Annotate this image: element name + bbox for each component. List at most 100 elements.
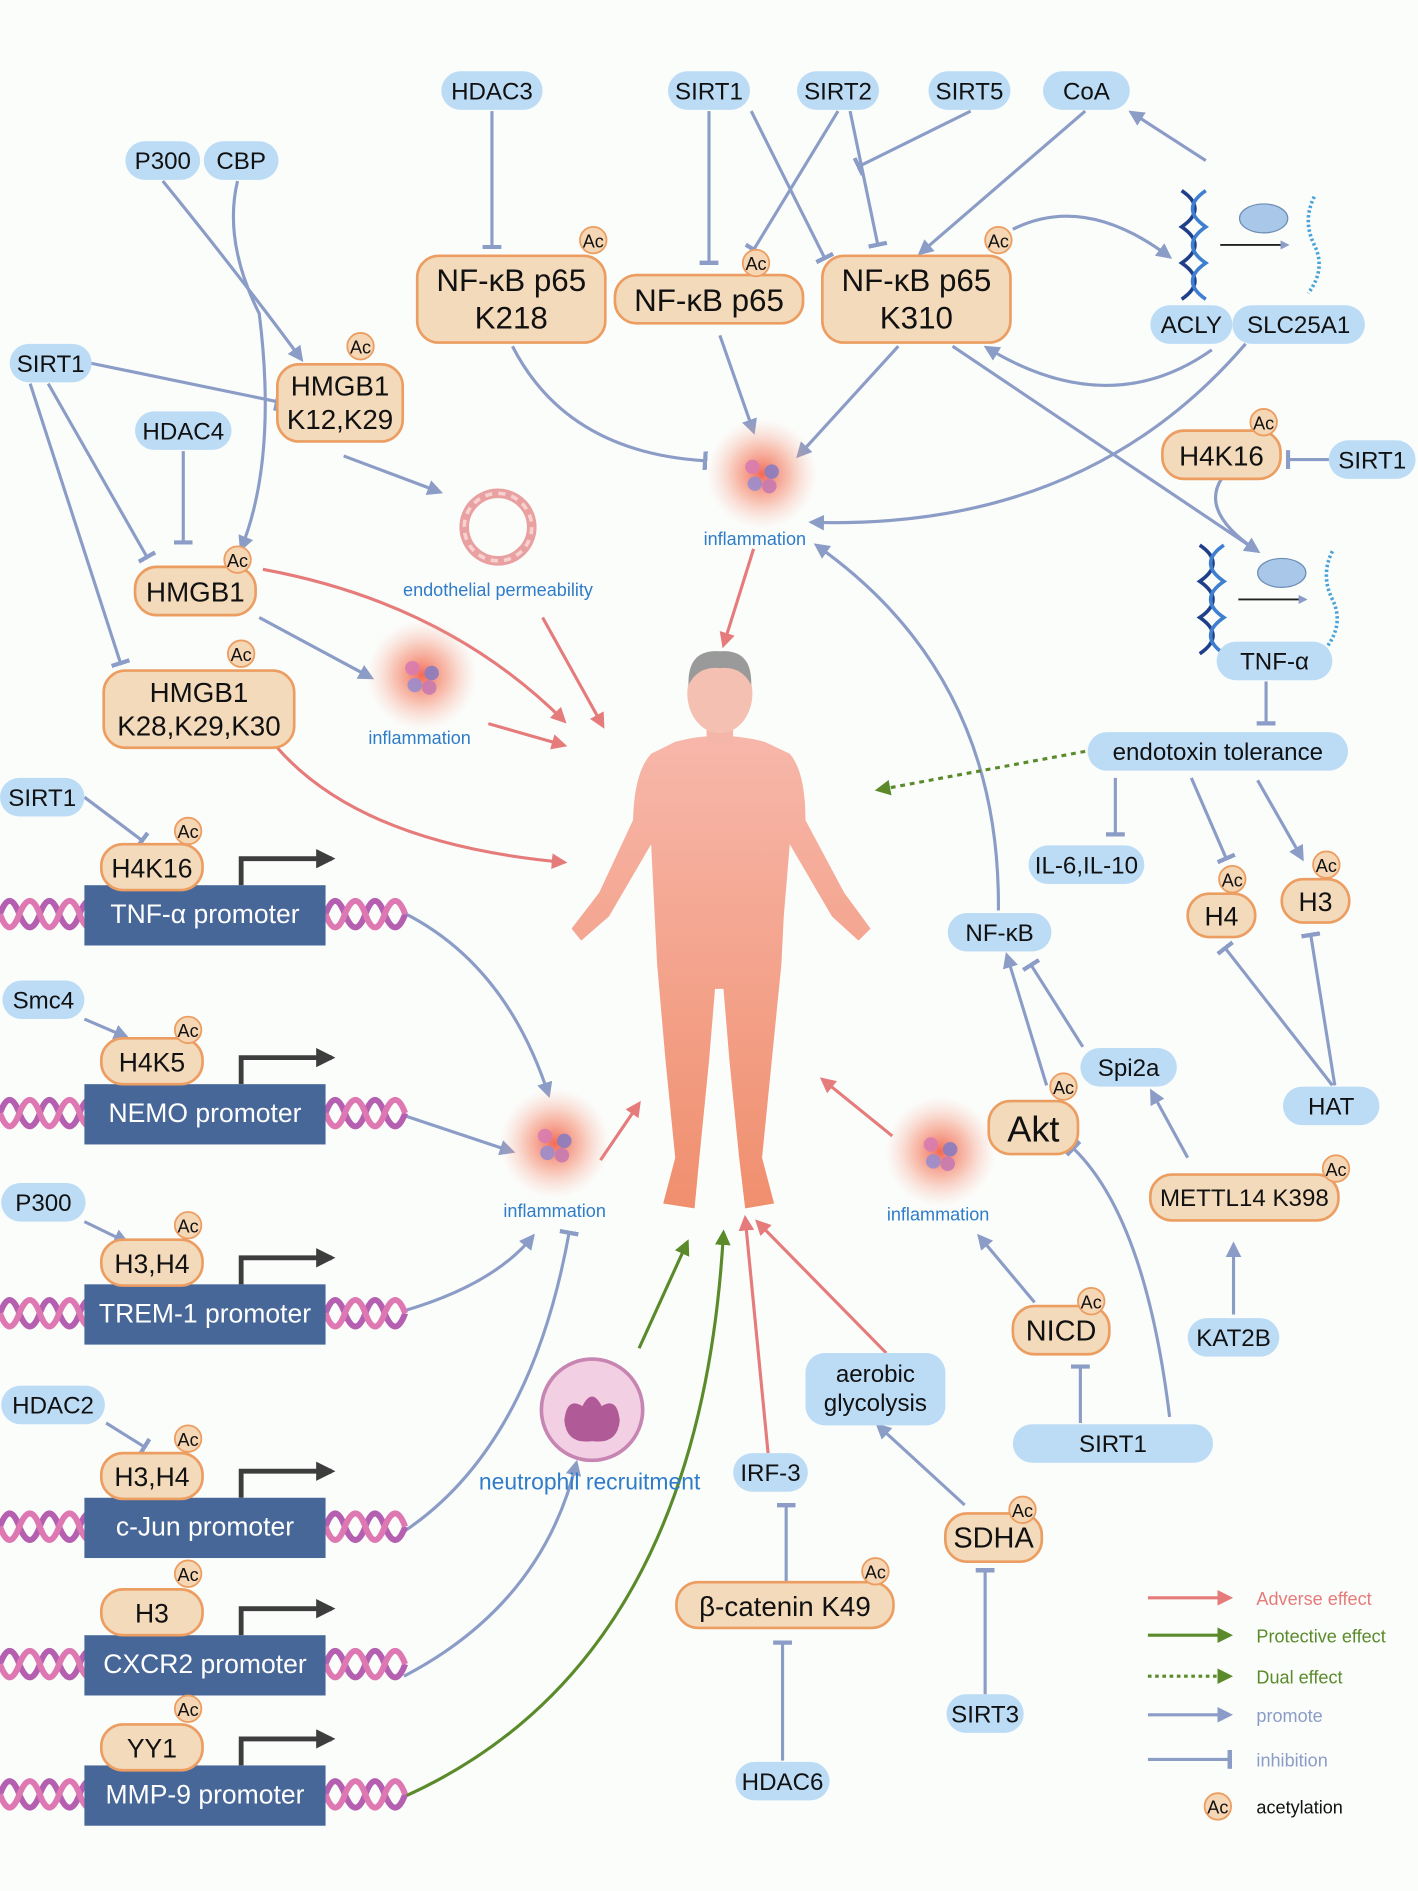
promoter-construct: TNF-α promoter [0,849,408,946]
node-p300-prom[interactable]: P300 [1,1183,86,1222]
promoter-construct: TREM-1 promoter [0,1248,408,1345]
transcription-icon [1178,189,1321,301]
node-sirt3[interactable]: SIRT3 [946,1694,1024,1733]
acetylation-badge: Ac [1049,1072,1078,1101]
node-label: METTL14 K398 [1160,1185,1329,1212]
promoter-box [84,885,326,946]
node-cbp[interactable]: CBP [203,141,279,180]
node-sirt1-h4k16[interactable]: SIRT1 [1328,440,1416,479]
adverse-edge [738,1214,770,1454]
inhibit-edge [83,795,142,840]
acetylation-badge: Ac [741,248,771,278]
node-smc4[interactable]: Smc4 [2,980,85,1020]
node-acly[interactable]: ACLY [1150,305,1233,344]
protective-edge [637,1239,690,1349]
acetylation-badge: Ac [1077,1287,1106,1316]
acetylation-badge: Ac [1321,1154,1351,1183]
node-endotoxin[interactable]: endotoxin tolerance [1087,732,1349,771]
legend-item-dual: Dual effect [1147,1667,1343,1687]
node-label: HDAC4 [142,418,224,445]
inhibit-edge [511,345,705,461]
node-il6[interactable]: IL-6,IL-10 [1028,845,1145,885]
node-spi2a[interactable]: Spi2a [1080,1047,1177,1087]
node-nfkb[interactable]: NF-κB [947,912,1052,952]
node-sirt1-left[interactable]: SIRT1 [9,343,92,383]
node-p300-top[interactable]: P300 [125,141,201,180]
dna-helix-icon [322,1778,408,1811]
node-sirt1-prom[interactable]: SIRT1 [0,777,85,817]
node-label: HMGB1 [291,371,390,402]
legend-label: Protective effect [1256,1626,1385,1646]
acetylation-badge: Ac [173,1424,203,1453]
node-hdac4[interactable]: HDAC4 [135,411,232,450]
promote-edge [1012,214,1173,259]
legend-label: inhibition [1256,1751,1327,1771]
dna-helix-icon [322,1647,408,1681]
node-sirt1-top[interactable]: SIRT1 [668,71,750,110]
acetylation-badge: Ac [579,225,608,255]
node-hdac3[interactable]: HDAC3 [441,71,543,110]
inhibit-edge [1225,948,1334,1087]
node-tnfa[interactable]: TNF-α [1216,641,1333,681]
node-hdac6[interactable]: HDAC6 [735,1761,830,1801]
node-coa[interactable]: CoA [1043,71,1130,110]
acetylation-badge: Ac [861,1557,890,1586]
legend-label: promote [1256,1706,1322,1726]
node-label: H3 [135,1599,169,1629]
inhibit-edge [859,109,972,166]
node-label: H4K5 [119,1047,185,1077]
acetylation-label: Ac [231,645,252,665]
node-sirt1-bottom[interactable]: SIRT1 [1012,1424,1214,1463]
node-label: KAT2B [1196,1325,1271,1352]
node-label: K218 [475,301,548,336]
node-sirt5[interactable]: SIRT5 [928,71,1011,110]
adverse-edge [819,1077,894,1138]
node-kat2b[interactable]: KAT2B [1187,1318,1280,1357]
node-label: SIRT5 [936,78,1004,105]
acetylation-label: Ac [1012,1501,1033,1521]
node-hdac2[interactable]: HDAC2 [1,1385,105,1425]
promoter-box [84,1497,326,1559]
promote-edge [161,180,304,363]
node-irf3[interactable]: IRF-3 [733,1453,808,1492]
promoter-box [84,1084,326,1145]
node-hat[interactable]: HAT [1282,1086,1380,1126]
promote-edge [1002,952,1049,1086]
acetylation-label: Ac [178,1700,199,1720]
node-label: H3,H4 [114,1249,189,1279]
inhibit-edge [28,383,120,664]
acetylation-label: Ac [1081,1292,1102,1312]
promote-edge [813,543,1000,911]
node-sirt2[interactable]: SIRT2 [797,71,880,110]
node-label: aerobic [836,1361,915,1388]
node-label: SIRT2 [804,78,872,105]
legend-item-inhibit: inhibition [1147,1751,1328,1771]
dna-helix-icon [322,1096,408,1130]
node-label: Smc4 [13,987,75,1014]
node-label: NF-κB p65 [841,263,991,298]
node-slc25a1[interactable]: SLC25A1 [1232,305,1365,344]
